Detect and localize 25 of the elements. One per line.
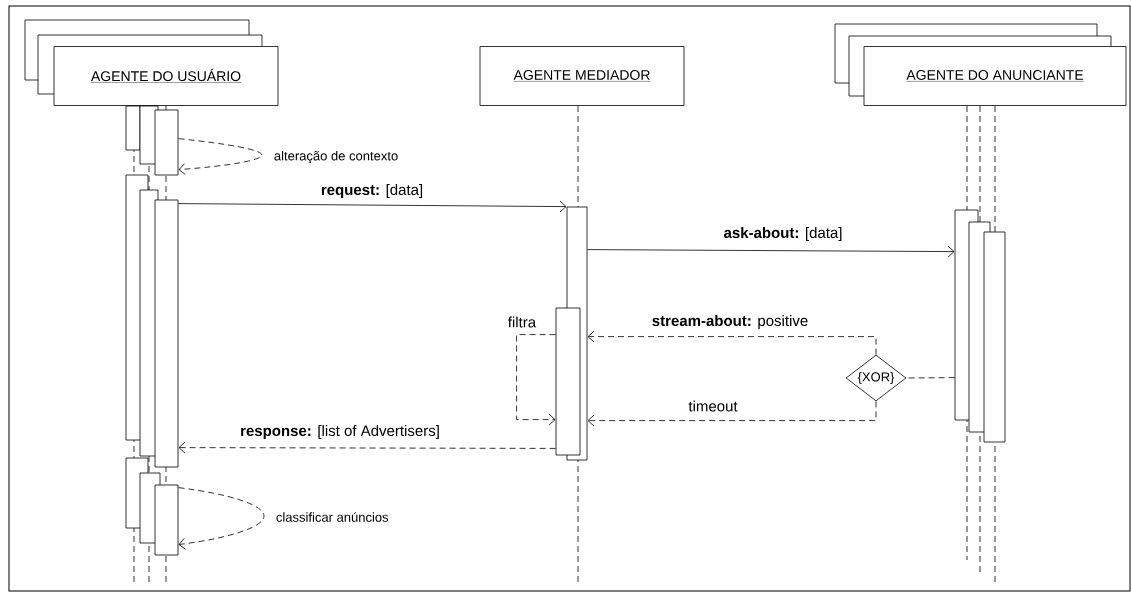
message-arrow [587, 245, 955, 258]
message-arrow [587, 401, 877, 427]
activation-bar [983, 231, 1006, 443]
message-arrow [178, 200, 567, 213]
activation-bar [555, 307, 581, 456]
message-label: response: [list of Advertisers] [238, 423, 442, 441]
activation-bar [154, 109, 179, 176]
message-arrow [587, 330, 877, 355]
message-label: stream-about: positive [650, 313, 810, 331]
message-label: classificar anúncios [274, 510, 391, 524]
message-label: timeout [686, 399, 740, 413]
lifeline-header: AGENTE DO USUÁRIO [53, 46, 279, 106]
message-label: request: [data] [319, 182, 425, 200]
message-label: alteração de contexto [272, 149, 400, 165]
message-arrow [178, 487, 265, 550]
lifeline-header: AGENTE MEDIADOR [479, 46, 685, 106]
activation-bar [154, 199, 179, 468]
message-arrow [516, 334, 556, 426]
message-arrow [178, 441, 556, 454]
message-label: filtra [506, 315, 538, 329]
activation-bar [125, 105, 141, 151]
message-label: ask-about: [data] [722, 225, 844, 243]
lifeline-header: AGENTE DO ANUNCIANTE [863, 46, 1127, 106]
activation-bar [154, 484, 179, 556]
message-arrow [178, 138, 263, 176]
